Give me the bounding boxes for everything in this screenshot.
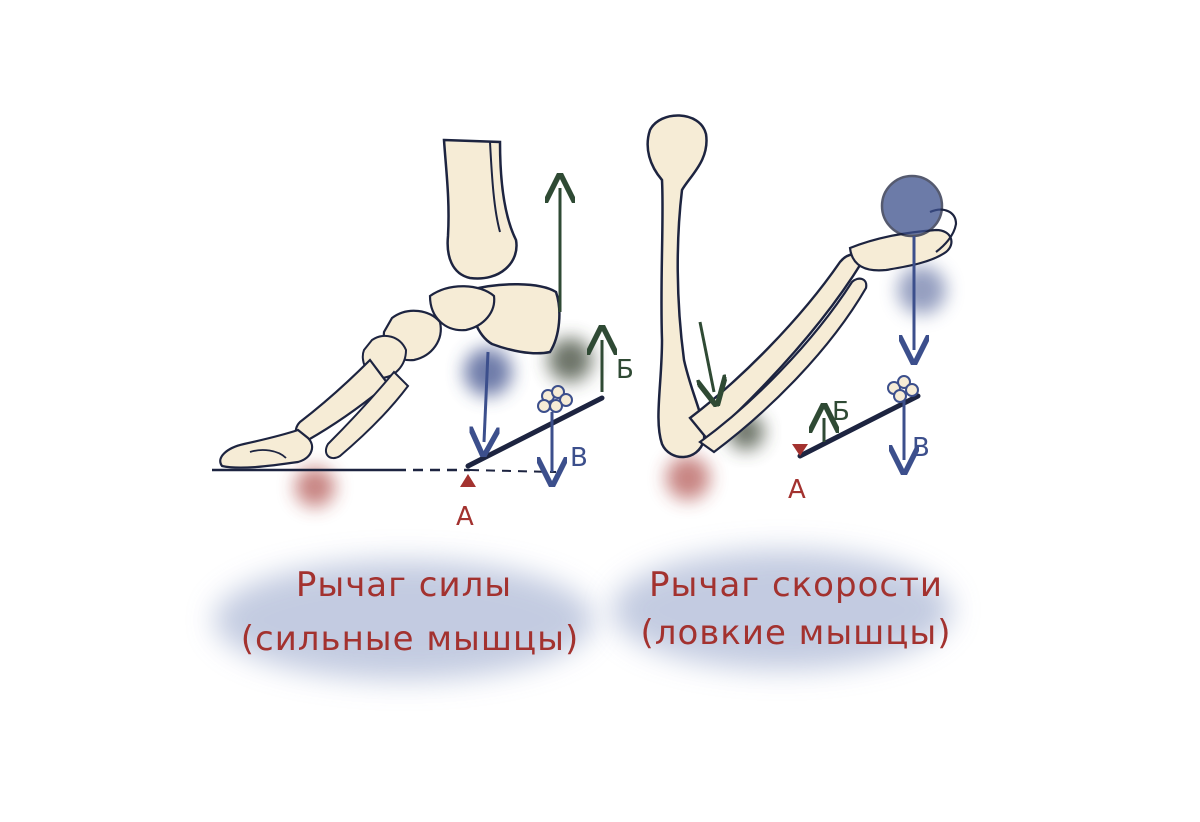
lever-bar-right <box>797 393 921 459</box>
caption-right-line2: (ловкие мышцы) <box>640 613 951 653</box>
pivot-triangle-right <box>792 444 808 456</box>
weight-blob <box>537 385 573 413</box>
forearm-radius <box>698 277 868 454</box>
caption-right-line1: Рычаг скорости <box>649 565 943 605</box>
ball <box>880 174 944 238</box>
phalanges-bones <box>219 428 314 469</box>
weight-blob-right <box>887 375 919 403</box>
label-v-right: В <box>912 433 930 463</box>
label-v-left: В <box>570 443 588 473</box>
label-b-left: Б <box>616 355 634 385</box>
tibia-bone <box>442 138 518 280</box>
biceps-force-arrow <box>700 321 714 392</box>
caption-left-line1: Рычаг силы <box>296 565 512 605</box>
label-a-right: А <box>788 475 806 505</box>
pivot-triangle <box>460 474 476 487</box>
caption-wash-right <box>612 550 952 670</box>
caption-left: Рычаг силы (сильные мышцы) <box>214 560 594 680</box>
label-b-right: Б <box>832 397 850 427</box>
metatarsal-bone-2 <box>324 370 410 460</box>
caption-right: Рычаг скорости (ловкие мышцы) <box>612 550 952 670</box>
caption-left-line2: (сильные мышцы) <box>241 619 579 659</box>
pivot-wash-red <box>295 467 335 507</box>
fibula-bone <box>489 141 501 233</box>
hand-wash-blue <box>898 266 946 314</box>
load-arrow-large <box>484 351 488 442</box>
heel-muscle-wash <box>548 338 592 382</box>
hand-bones <box>848 228 953 272</box>
lever-base-dashed <box>469 469 557 473</box>
talus-bone <box>428 285 496 332</box>
left-panel: А Б В <box>212 138 634 532</box>
right-panel: А Б В <box>646 114 958 505</box>
caption-wash-left <box>214 560 594 680</box>
toe-tip <box>249 449 287 459</box>
label-a-left: А <box>456 502 474 532</box>
humerus-bone <box>646 114 708 459</box>
elbow-wash-red <box>666 456 710 500</box>
